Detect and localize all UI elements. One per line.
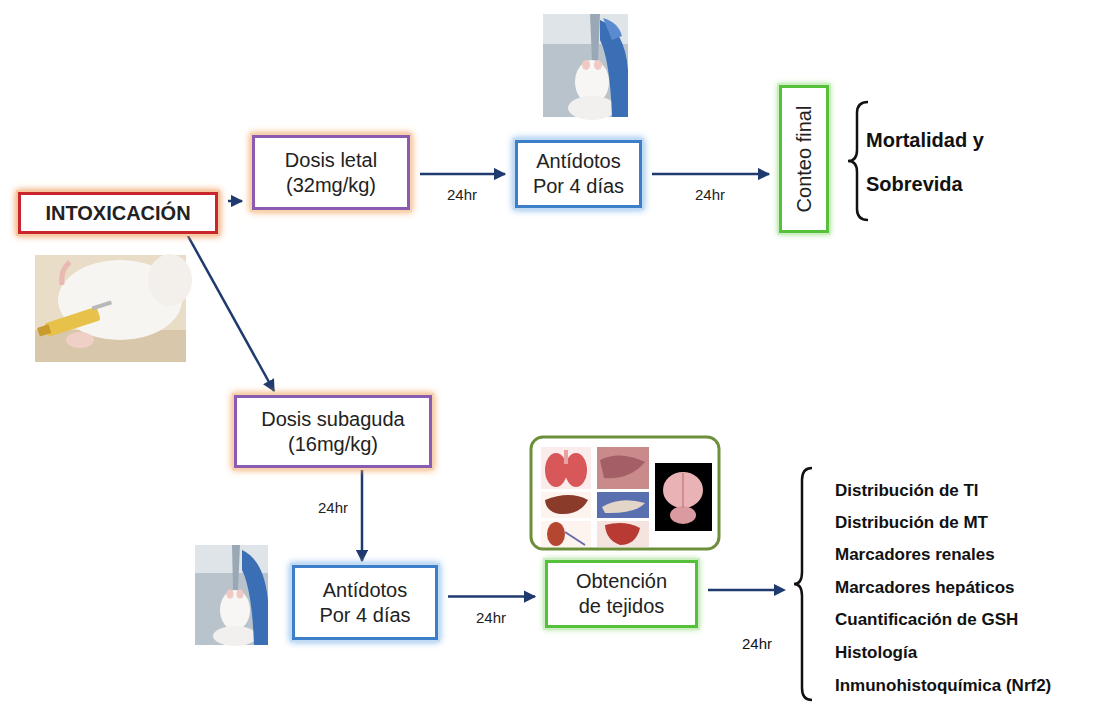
box-text: Dosis letal (32mg/kg) [263,148,399,198]
analysis-item: Marcadores hepáticos [835,578,1015,598]
antidote-box: Antídotos Por 4 días [292,565,438,640]
dose-box: Dosis letal (32mg/kg) [252,135,410,210]
oral-dosing-photo [195,545,268,646]
box-text: Conteo final [792,106,817,213]
count-box: Conteo final [779,85,829,233]
analysis-item: Cuantificación de GSH [835,610,1018,630]
box-text: Obtención de tejidos [570,569,673,619]
flow-arrow [228,200,242,203]
flow-arrow [652,173,769,176]
analysis-item: Distribución de Tl [835,481,979,501]
organs-panel [531,437,719,549]
box-text: INTOXICACIÓN [45,201,190,226]
box-text: Dosis subaguda (16mg/kg) [245,407,421,457]
box-text: Antídotos Por 4 días [526,149,631,199]
flow-arrow [420,173,505,176]
analysis-item: Distribución de MT [835,513,988,533]
time-label: 24hr [474,609,508,626]
oral-dosing-photo [543,14,628,120]
tissue-box: Obtención de tejidos [545,560,698,628]
curly-brace [848,102,868,220]
analysis-item: Marcadores renales [835,545,995,565]
flow-arrow [448,595,535,598]
antidote-box: Antídotos Por 4 días [515,140,642,208]
dose-box: Dosis subaguda (16mg/kg) [234,395,432,468]
analysis-item: Inmunohistoquímica (Nrf2) [835,676,1051,696]
time-label: 24hr [445,186,479,203]
curly-brace [794,468,812,700]
flow-arrow [188,236,274,391]
time-label: 24hr [316,499,350,516]
time-label: 24hr [693,186,727,203]
flow-arrow [708,584,786,596]
analysis-item: Histología [835,643,917,663]
time-label: 24hr [742,635,772,652]
flow-arrow [361,470,364,561]
injection-photo [35,254,192,362]
box-text: Antídotos Por 4 días [309,578,421,628]
outcome-text: Mortalidad y Sobrevida [866,118,1016,206]
start-box: INTOXICACIÓN [18,192,218,234]
